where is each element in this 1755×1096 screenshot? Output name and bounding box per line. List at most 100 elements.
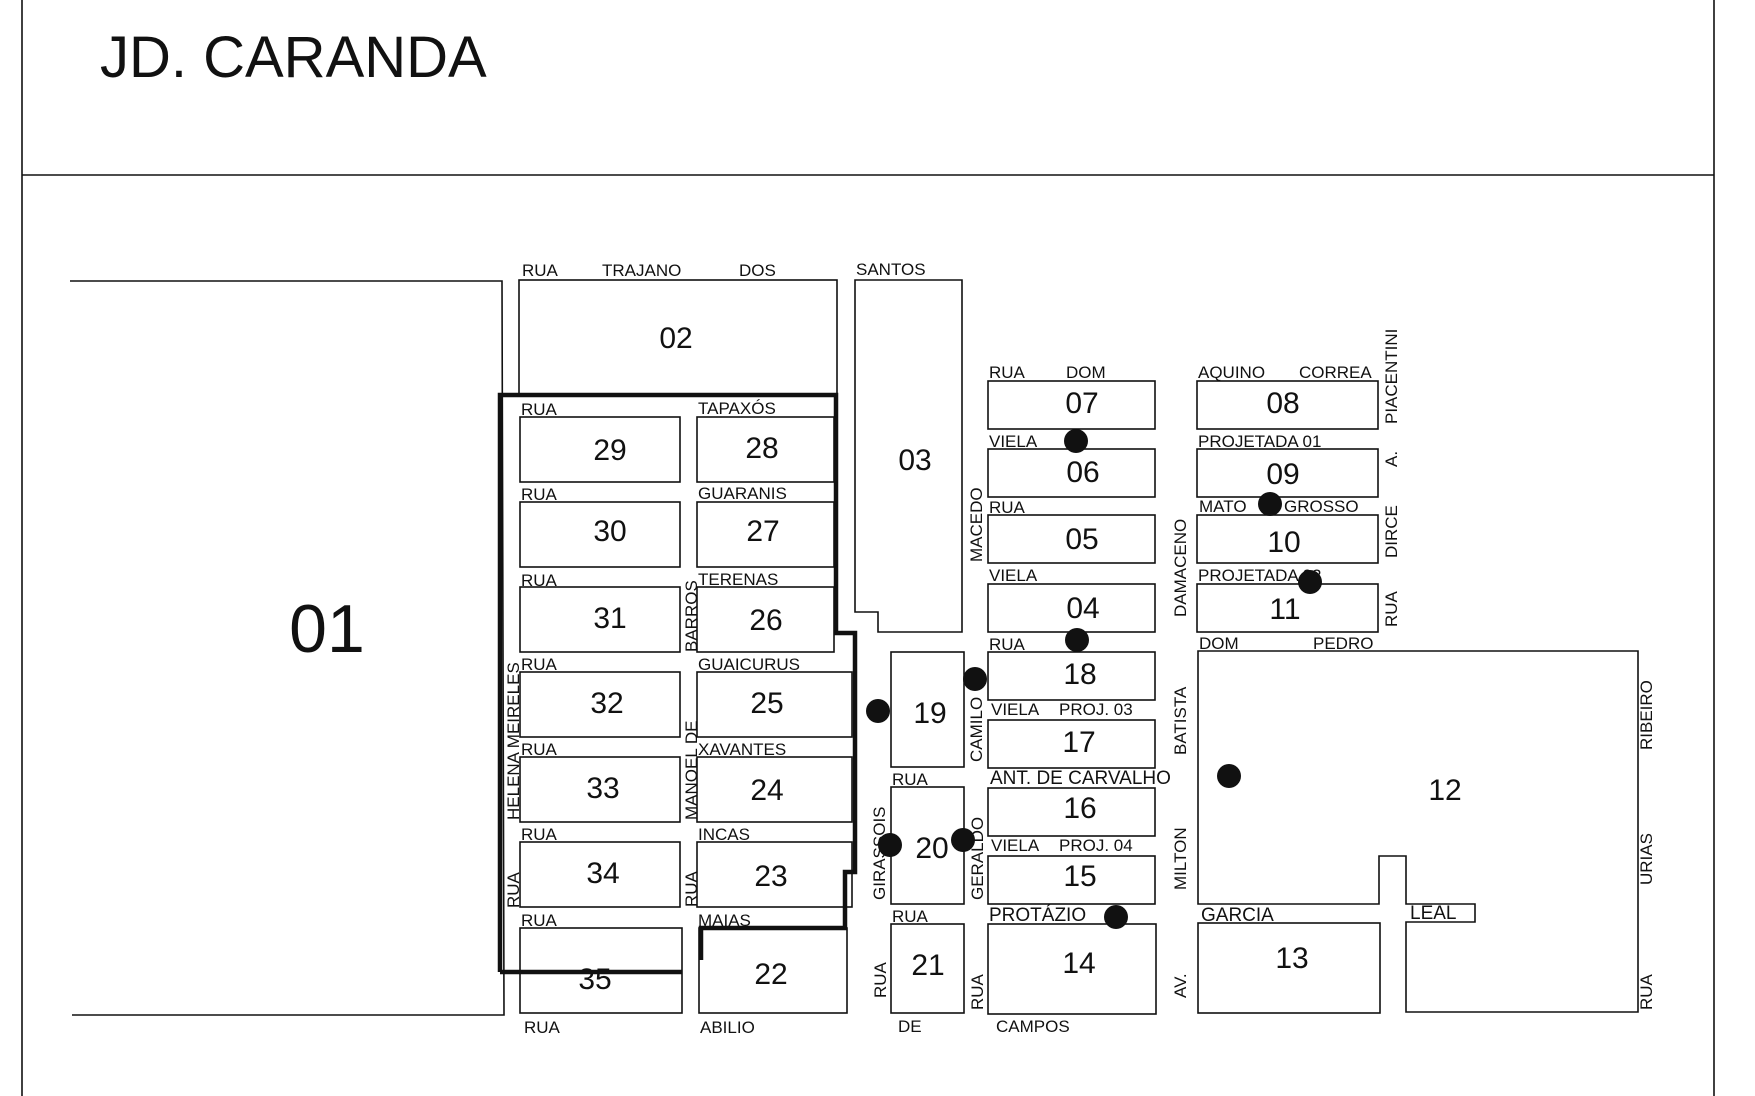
street-label: MACEDO (967, 487, 986, 562)
block-label-35: 35 (578, 963, 611, 996)
street-label: LEAL (1410, 903, 1456, 924)
block-label-17: 17 (1062, 726, 1095, 759)
street-label: A. (1382, 451, 1401, 467)
street-label: TERENAS (698, 570, 778, 589)
street-label: DE (898, 1017, 922, 1036)
point-markers (866, 429, 1322, 929)
block-label-34: 34 (586, 857, 619, 890)
block-14 (987, 923, 1157, 1015)
street-label: PIACENTINI (1382, 329, 1401, 424)
block-15 (987, 855, 1156, 905)
street-label: VIELA (989, 432, 1038, 451)
block-26 (696, 586, 835, 653)
street-label: MANOEL DE (682, 720, 701, 820)
block-label-05: 05 (1065, 523, 1098, 556)
street-label: RUA (989, 363, 1026, 382)
block-label-02: 02 (659, 322, 692, 355)
street-label: RUA (1382, 590, 1401, 627)
block-06 (987, 448, 1156, 498)
block-label-10: 10 (1267, 526, 1300, 559)
block-label-24: 24 (750, 774, 783, 807)
street-label: RUA (682, 870, 701, 907)
marker-dot (878, 833, 902, 857)
marker-dot (1258, 492, 1282, 516)
block-label-33: 33 (586, 772, 619, 805)
street-label: DAMACENO (1171, 519, 1190, 617)
street-label: MILTON (1171, 827, 1190, 890)
marker-dot (963, 667, 987, 691)
block-34 (519, 841, 681, 908)
street-label: TRAJANO (602, 261, 681, 280)
page-frame (21, 0, 1715, 1096)
street-label: GERALDO (968, 817, 987, 900)
street-label: VIELA (991, 700, 1040, 719)
block-label-13: 13 (1275, 942, 1308, 975)
street-label: AQUINO (1198, 363, 1265, 382)
street-label: DIRCE (1382, 505, 1401, 558)
marker-dot (866, 699, 890, 723)
block-label-21: 21 (911, 949, 944, 982)
block-08 (1196, 380, 1379, 430)
block-28 (696, 416, 835, 483)
block-label-19: 19 (913, 697, 946, 730)
street-label: RUA (522, 261, 559, 280)
block-label-26: 26 (749, 604, 782, 637)
street-label: RUA (521, 825, 558, 844)
block-12 (1197, 650, 1639, 1013)
block-label-03: 03 (898, 444, 931, 477)
block-label-27: 27 (746, 515, 779, 548)
street-label: CAMPOS (996, 1017, 1070, 1036)
street-label: RUA (1637, 973, 1656, 1010)
block-25 (696, 671, 853, 738)
street-label: INCAS (698, 825, 750, 844)
block-11 (1196, 583, 1379, 633)
block-label-29: 29 (593, 434, 626, 467)
block-label-30: 30 (593, 515, 626, 548)
street-label: RUA (521, 740, 558, 759)
marker-dot (1065, 628, 1089, 652)
street-label: RUA (521, 655, 558, 674)
block-21 (890, 923, 965, 1014)
street-label: RUA (892, 907, 929, 926)
block-04 (987, 583, 1156, 633)
street-label: CAMILO (967, 697, 986, 762)
block-label-06: 06 (1066, 456, 1099, 489)
block-09 (1196, 448, 1379, 498)
block-label-01: 01 (289, 591, 365, 667)
block-32 (519, 671, 681, 738)
block-label-15: 15 (1063, 860, 1096, 893)
marker-dot (1104, 905, 1128, 929)
street-label: SANTOS (856, 260, 926, 279)
page-title: JD. CARANDA (100, 25, 487, 90)
block-label-12: 12 (1428, 774, 1461, 807)
block-16 (987, 787, 1156, 837)
street-label: BATISTA (1171, 686, 1190, 755)
marker-dot (1298, 570, 1322, 594)
street-label: PROJ. 03 (1059, 700, 1133, 719)
block-03 (854, 279, 963, 633)
street-label: VIELA (991, 836, 1040, 855)
block-27 (696, 501, 835, 568)
block-18 (987, 651, 1156, 701)
street-label: RUA (892, 770, 929, 789)
street-label: MATO (1199, 497, 1247, 516)
street-label: GROSSO (1284, 497, 1359, 516)
street-label: GARCIA (1201, 905, 1274, 926)
street-label: PROJETADA 01 (1198, 432, 1321, 451)
district-boundary (497, 392, 858, 975)
block-label-16: 16 (1063, 792, 1096, 825)
block-10 (1196, 514, 1379, 564)
block-label-08: 08 (1266, 387, 1299, 420)
street-label: TAPAXÓS (698, 399, 776, 418)
block-label-09: 09 (1266, 458, 1299, 491)
street-label: RUA (989, 635, 1026, 654)
block-label-18: 18 (1063, 658, 1096, 691)
street-label: HELENA MEIRELES (504, 662, 523, 820)
street-label: BARROS (682, 580, 701, 652)
block-label-11: 11 (1269, 593, 1300, 626)
street-label: DOS (739, 261, 776, 280)
block-label-28: 28 (745, 432, 778, 465)
street-label: AV. (1171, 973, 1190, 998)
block-label-14: 14 (1062, 947, 1095, 980)
